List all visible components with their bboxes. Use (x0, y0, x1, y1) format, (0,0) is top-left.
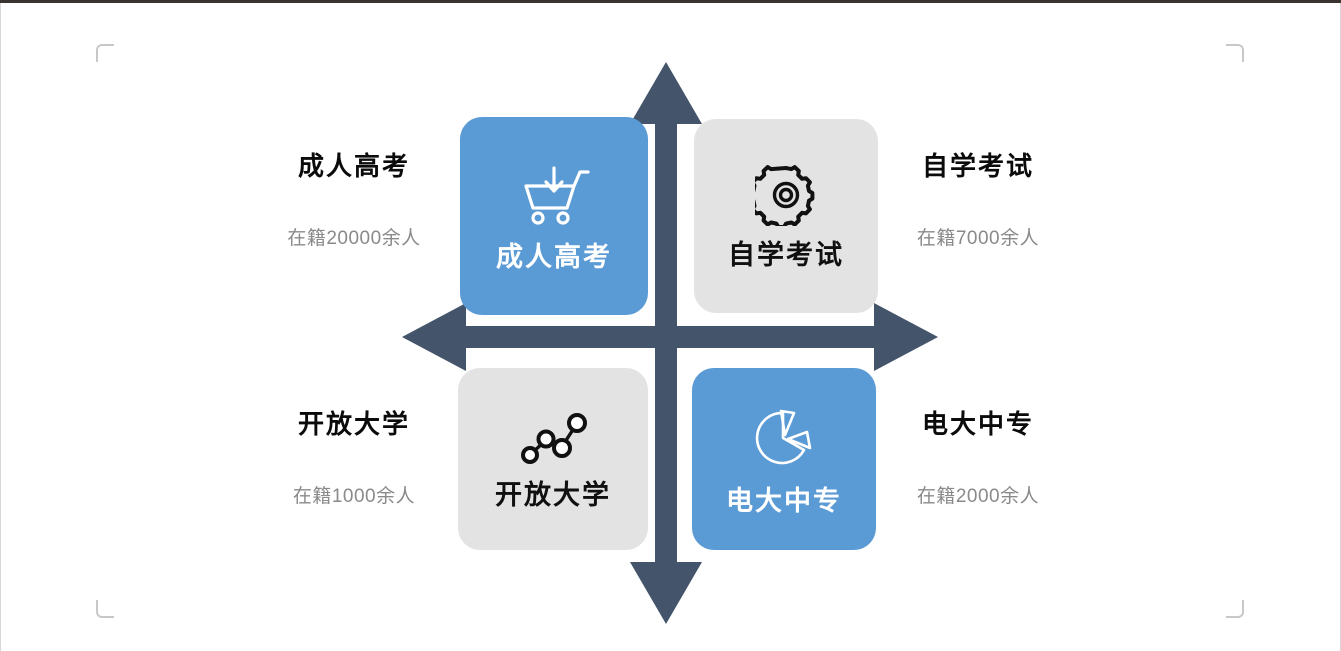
shopping-cart-download-icon (524, 165, 590, 225)
crop-mark-top-right (1226, 44, 1244, 62)
top-rule (0, 0, 1341, 3)
caption-subtitle: 在籍1000余人 (292, 485, 416, 507)
caption-dianda-secondary-school: 电大中专 在籍2000余人 (828, 410, 1128, 508)
caption-subtitle: 在籍20000余人 (287, 227, 421, 249)
node-network-icon (521, 412, 587, 464)
tile-label: 自学考试 (728, 239, 844, 270)
tile-label: 成人高考 (496, 241, 612, 272)
caption-title: 成人高考 (297, 151, 410, 181)
tile-open-university[interactable]: 开放大学 (458, 368, 648, 550)
tile-self-study-exam[interactable]: 自学考试 (694, 119, 878, 313)
tile-label: 电大中专 (726, 485, 842, 516)
crop-mark-bottom-right (1226, 600, 1244, 618)
caption-title: 开放大学 (297, 409, 410, 439)
crop-mark-bottom-left (96, 600, 114, 618)
caption-subtitle: 在籍7000余人 (916, 227, 1040, 249)
pie-chart-icon (755, 409, 812, 464)
caption-open-university: 开放大学 在籍1000余人 (204, 410, 504, 508)
caption-subtitle: 在籍2000余人 (916, 485, 1040, 507)
caption-adult-college-entrance-exam: 成人高考 在籍20000余人 (204, 152, 504, 250)
page-left-edge (0, 3, 1, 651)
tile-label: 开放大学 (495, 479, 611, 510)
tile-dianda-secondary-school[interactable]: 电大中专 (692, 368, 876, 550)
gear-icon (755, 164, 815, 226)
caption-title: 自学考试 (921, 151, 1034, 181)
crop-mark-top-left (96, 44, 114, 62)
tile-adult-college-entrance-exam[interactable]: 成人高考 (460, 117, 648, 315)
caption-self-study-exam: 自学考试 在籍7000余人 (828, 152, 1128, 250)
caption-title: 电大中专 (921, 409, 1034, 439)
